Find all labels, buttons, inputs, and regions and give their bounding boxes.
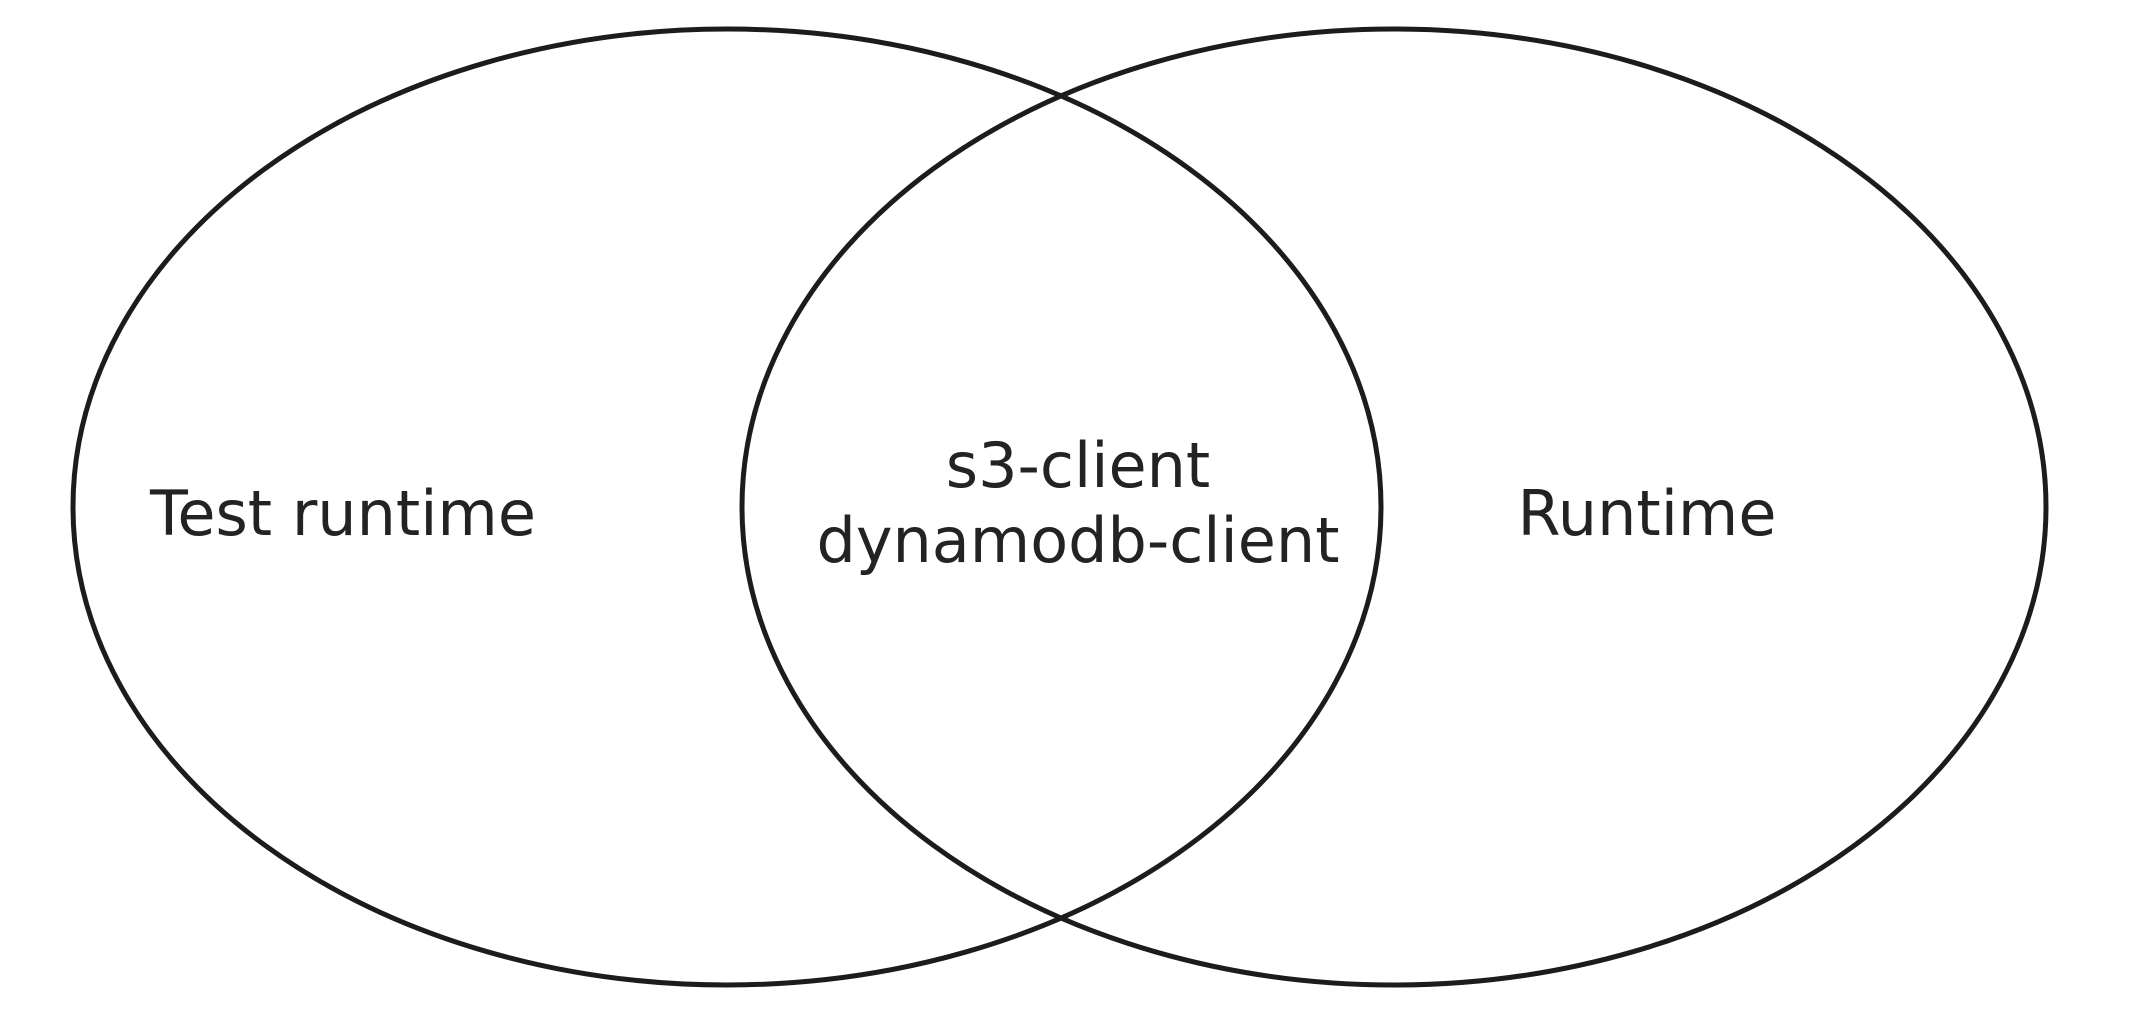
venn-circle-right[interactable] xyxy=(739,26,2049,988)
venn-label-intersection-line-2: dynamodb-client xyxy=(816,504,1339,577)
venn-label-right: Runtime xyxy=(1518,477,1777,550)
venn-label-left: Test runtime xyxy=(149,477,536,550)
venn-label-intersection-line-1: s3-client xyxy=(946,429,1210,502)
venn-circle-left[interactable] xyxy=(70,26,1384,988)
